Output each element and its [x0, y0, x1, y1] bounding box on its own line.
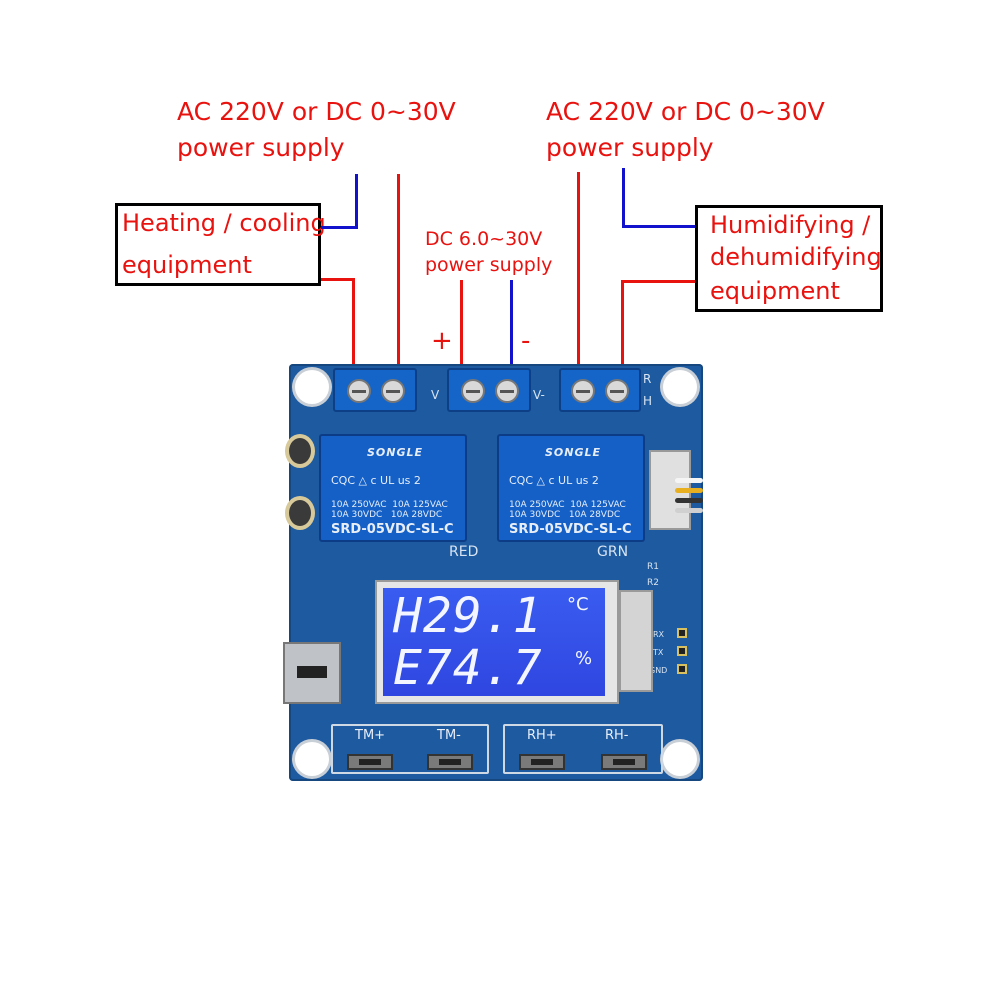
display-unit-celsius: °C	[567, 594, 589, 615]
wire-humid-red-vertical	[621, 280, 624, 368]
humid-label-line3: equipment	[710, 277, 840, 305]
display-temperature: H29.1	[393, 588, 543, 644]
heating-label-line2: equipment	[122, 251, 252, 279]
tm-minus-button[interactable]	[427, 754, 473, 770]
button-label-tm-minus: TM-	[437, 728, 461, 743]
silk-r2: R2	[647, 578, 659, 588]
display-unit-percent: %	[575, 648, 593, 669]
silk-rx: RX	[653, 630, 665, 639]
plus-sign: +	[431, 326, 453, 356]
wire-heating-red-horizontal	[321, 278, 355, 281]
tm-plus-button[interactable]	[347, 754, 393, 770]
mount-hole-top-left	[295, 370, 329, 404]
silk-r1: R1	[647, 562, 659, 572]
humidifying-equipment-box: Humidifying / dehumidifying equipment	[695, 205, 883, 312]
silk-grn: GRN	[597, 544, 629, 560]
rh-plus-button[interactable]	[519, 754, 565, 770]
sensor-cable	[675, 508, 703, 513]
lcd-display: H29.1 °C E74.7 %	[383, 588, 605, 696]
right-supply-label-line2: power supply	[546, 133, 714, 162]
humid-label-line1: Humidifying /	[710, 211, 871, 239]
left-supply-label-line2: power supply	[177, 133, 345, 162]
wire-left-supply-red	[397, 174, 400, 368]
capacitor	[285, 434, 315, 468]
relay-brand: SONGLE	[367, 446, 424, 459]
silk-tx: TX	[653, 648, 664, 657]
dc-supply-label-line2: power supply	[425, 254, 553, 276]
relay-spec: 10A 250VAC 10A 125VAC 10A 30VDC 10A 28VD…	[331, 500, 448, 520]
terminal-dc-power	[447, 368, 531, 412]
heating-equipment-box: Heating / cooling equipment	[115, 203, 326, 286]
button-label-rh-minus: RH-	[605, 728, 629, 743]
screw	[495, 379, 519, 403]
wire-humid-blue-vertical	[622, 168, 625, 228]
heating-label-line1: Heating / cooling	[122, 209, 326, 237]
rh-minus-button[interactable]	[601, 754, 647, 770]
button-label-rh-plus: RH+	[527, 728, 557, 743]
relay-spec: 10A 250VAC 10A 125VAC 10A 30VDC 10A 28VD…	[509, 500, 626, 520]
wire-heating-blue-vertical	[355, 174, 358, 229]
right-supply-label-line1: AC 220V or DC 0~30V	[546, 97, 825, 126]
sensor-cable	[675, 498, 703, 503]
pin-gnd	[677, 664, 687, 674]
silk-v-minus: V-	[533, 388, 545, 402]
relay-model: SRD-05VDC-SL-C	[331, 522, 454, 537]
silk-gnd: GND	[649, 666, 668, 675]
silk-v-plus: V	[431, 388, 440, 402]
wire-dc-minus-blue	[510, 280, 513, 368]
relay-brand: SONGLE	[545, 446, 602, 459]
lcd-backlight	[619, 590, 653, 692]
humid-label-line2: dehumidifying	[710, 243, 882, 271]
button-group-temperature: TM+ TM-	[331, 724, 489, 774]
wire-humid-blue-horizontal	[622, 225, 695, 228]
sensor-cable	[675, 478, 703, 483]
relay-certs: CQC △ c UL us 2	[509, 474, 599, 487]
wire-humid-red-horizontal	[621, 280, 695, 283]
pin-rx	[677, 628, 687, 638]
silk-h: H	[643, 394, 653, 408]
terminal-humidifying	[559, 368, 641, 412]
button-group-humidity: RH+ RH-	[503, 724, 663, 774]
minus-sign: -	[521, 326, 531, 356]
mount-hole-top-right	[663, 370, 697, 404]
mount-hole-bottom-right	[663, 742, 697, 776]
screw	[605, 379, 629, 403]
lcd-display-frame: H29.1 °C E74.7 %	[375, 580, 619, 704]
silk-red: RED	[449, 544, 479, 560]
relay-right: SONGLE CQC △ c UL us 2 10A 250VAC 10A 12…	[497, 434, 645, 542]
capacitor	[285, 496, 315, 530]
relay-left: SONGLE CQC △ c UL us 2 10A 250VAC 10A 12…	[319, 434, 467, 542]
screw	[571, 379, 595, 403]
button-label-tm-plus: TM+	[355, 728, 386, 743]
micro-usb-port	[283, 642, 341, 704]
wire-heating-blue-horizontal	[321, 226, 358, 229]
screw	[381, 379, 405, 403]
relay-certs: CQC △ c UL us 2	[331, 474, 421, 487]
screw	[461, 379, 485, 403]
wire-right-supply-red	[577, 172, 580, 368]
mount-hole-bottom-left	[295, 742, 329, 776]
dc-supply-label-line1: DC 6.0~30V	[425, 228, 543, 250]
wire-heating-red-vertical	[352, 278, 355, 368]
silk-r: R	[643, 372, 652, 386]
wire-dc-plus-red	[460, 280, 463, 368]
screw	[347, 379, 371, 403]
controller-pcb: V V- R H SONGLE CQC △ c UL us 2 10A 250V…	[283, 364, 703, 781]
sensor-cable	[675, 488, 703, 493]
relay-model: SRD-05VDC-SL-C	[509, 522, 632, 537]
display-humidity: E74.7	[393, 640, 543, 696]
terminal-heating	[333, 368, 417, 412]
pin-tx	[677, 646, 687, 656]
left-supply-label-line1: AC 220V or DC 0~30V	[177, 97, 456, 126]
